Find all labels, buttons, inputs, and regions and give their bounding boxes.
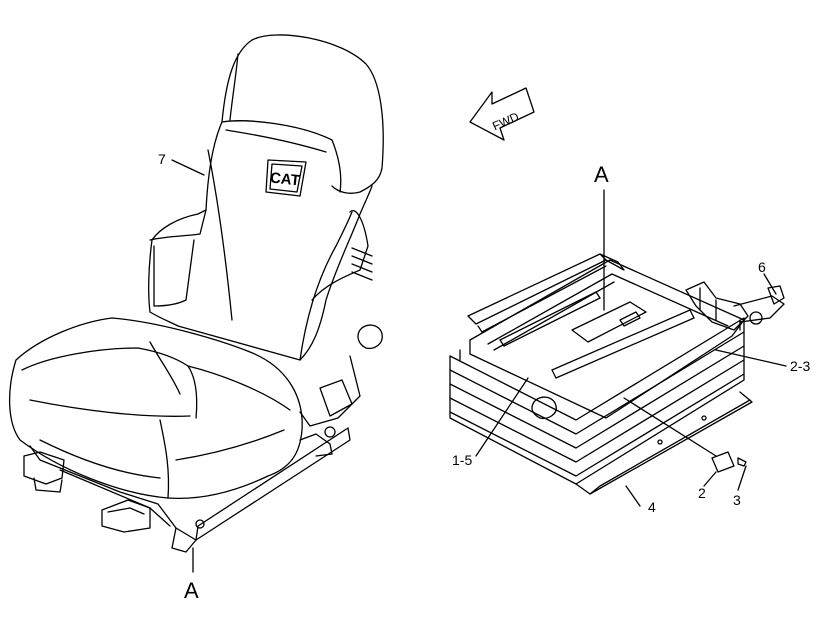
callout-6-leader [763, 273, 777, 295]
seat-slide-lever [101, 499, 151, 533]
callout-2-to-base [623, 397, 717, 457]
seat-assembly: CAT [8, 34, 384, 553]
base-top-plate [469, 259, 745, 419]
callout-7-leader [171, 159, 205, 176]
callout-15-leader [475, 377, 529, 457]
fwd-label: FWD [490, 109, 521, 133]
callout-7: 7 [158, 151, 166, 167]
base-mount-plate [575, 391, 753, 495]
callout-4: 4 [648, 499, 656, 515]
seat-rail [29, 427, 351, 541]
base-left-knob [531, 396, 557, 420]
fwd-arrow: FWD [469, 87, 535, 141]
callout-2-leader [703, 471, 717, 487]
cat-logo-plate [265, 159, 307, 197]
seat-front-handle [23, 451, 65, 485]
callout-2: 2 [698, 485, 706, 501]
callout-3: 3 [733, 492, 741, 508]
suspension-base [449, 189, 785, 495]
callout-23-leader [715, 349, 787, 367]
part-2-bushing [711, 451, 735, 473]
callout-3-leader [737, 465, 747, 491]
cat-logo-text: CAT [269, 169, 300, 189]
base-ref-label: A [594, 162, 609, 187]
callout-2-3: 2-3 [790, 358, 811, 374]
seat-headrest [221, 34, 384, 194]
base-slots-left [499, 291, 601, 347]
callout-6: 6 [758, 259, 766, 275]
base-adjust-mechanism [685, 281, 749, 331]
seat-side-knob [357, 324, 383, 350]
callout-4-leader [625, 485, 641, 507]
seat-cushion [8, 317, 303, 499]
callout-1-5: 1-5 [452, 452, 473, 468]
seat-backrest [148, 121, 373, 361]
seat-ref-label: A [184, 578, 199, 603]
base-bellows [449, 317, 745, 421]
